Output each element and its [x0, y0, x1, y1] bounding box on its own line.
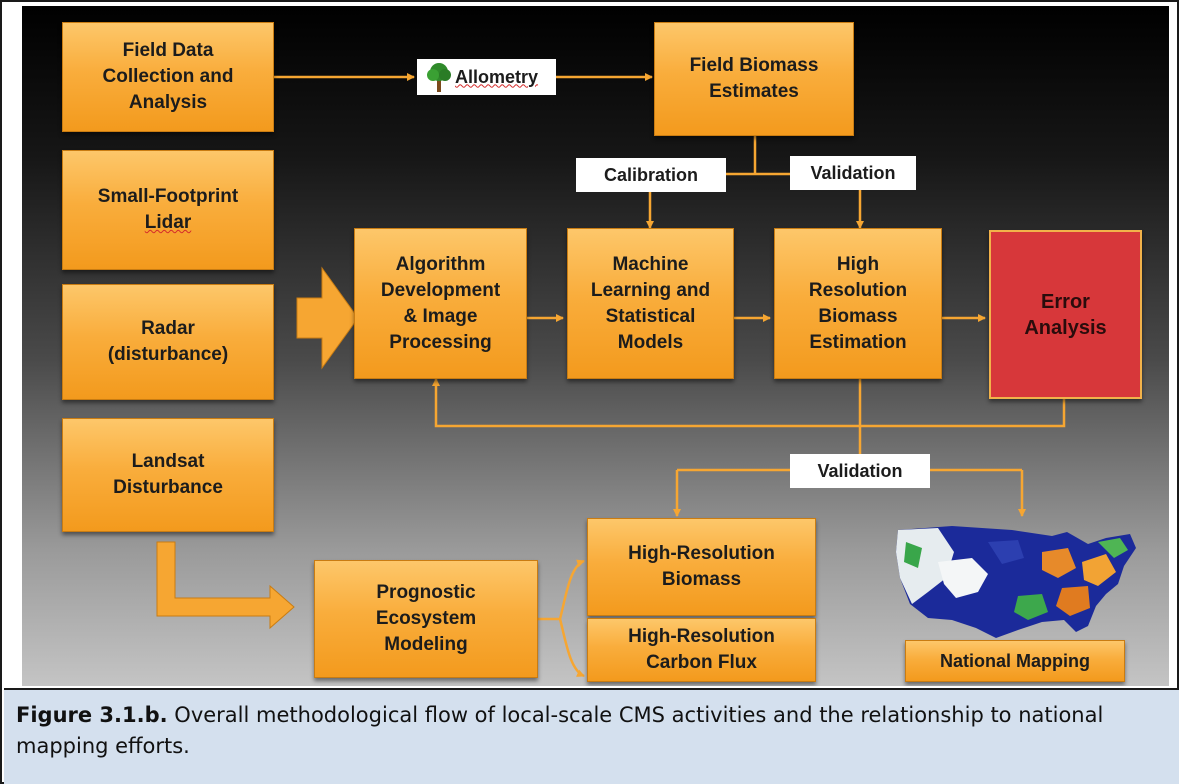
node-prognostic-ecosystem-modeling: Prognostic Ecosystem Modeling: [314, 560, 538, 678]
arrow-prognostic-to-hr-biomass: [558, 559, 585, 620]
node-field-biomass-estimates: Field Biomass Estimates: [654, 22, 854, 136]
node-allometry: Allometry: [417, 59, 556, 95]
label-validation-bottom: Validation: [790, 454, 930, 488]
node-algorithm-development: Algorithm Development & Image Processing: [354, 228, 527, 379]
l-arrow-landsat: [156, 541, 295, 630]
node-error-analysis: Error Analysis: [989, 230, 1142, 399]
tree-icon: [427, 63, 451, 92]
us-map-image: [896, 526, 1136, 638]
block-arrow-inputs: [296, 266, 359, 370]
node-high-resolution-biomass: High-Resolution Biomass: [587, 518, 816, 616]
lidar-line-1: Small-Footprint: [97, 186, 239, 207]
figure-caption: Figure 3.1.b. Overall methodological flo…: [4, 688, 1179, 784]
node-high-resolution-biomass-estimation: High Resolution Biomass Estimation: [774, 228, 942, 379]
node-small-footprint-lidar: Small-Footprint Lidar: [62, 150, 274, 270]
allometry-label: Allometry: [455, 66, 539, 87]
caption-text: Overall methodological flow of local-sca…: [16, 703, 1104, 758]
node-national-mapping: National Mapping: [905, 640, 1125, 682]
node-radar-disturbance: Radar (disturbance): [62, 284, 274, 400]
node-landsat-disturbance: Landsat Disturbance: [62, 418, 274, 532]
label-calibration: Calibration: [576, 158, 726, 192]
caption-label: Figure 3.1.b.: [16, 703, 168, 727]
feedback-loop-line: [432, 378, 1066, 428]
node-high-resolution-carbon-flux: High-Resolution Carbon Flux: [587, 618, 816, 682]
node-field-data-collection: Field Data Collection and Analysis: [62, 22, 274, 132]
connector-layer: [156, 73, 1066, 678]
node-machine-learning: Machine Learning and Statistical Models: [567, 228, 734, 379]
lidar-line-2: Lidar: [144, 212, 192, 233]
diagram-canvas: Field Data Collection and Analysis Allom…: [22, 6, 1169, 686]
label-validation-top: Validation: [790, 156, 916, 190]
arrow-prognostic-to-carbon-flux: [558, 618, 585, 678]
